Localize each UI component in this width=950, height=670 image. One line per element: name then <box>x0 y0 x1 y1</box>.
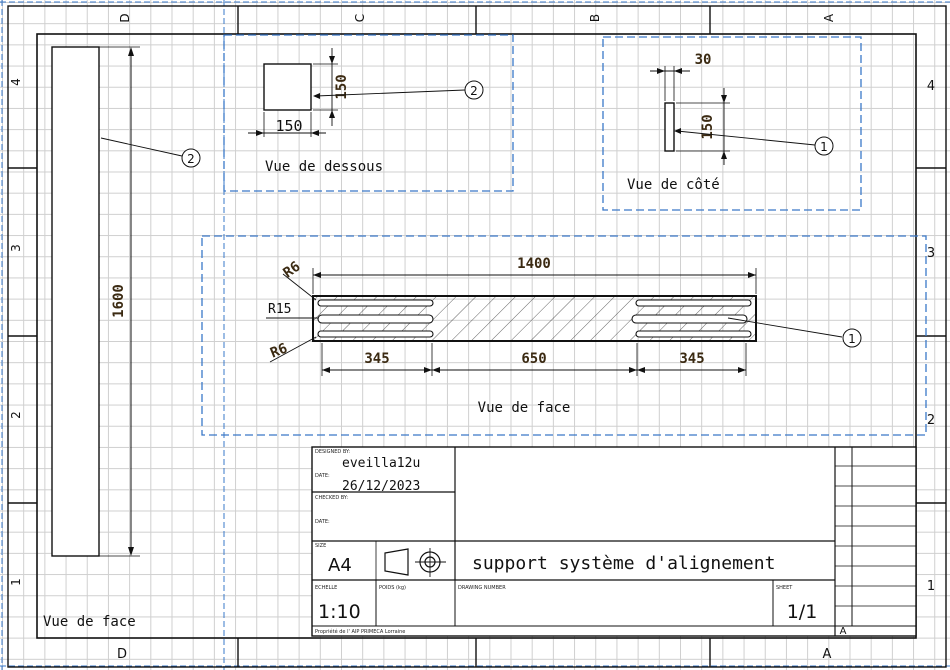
slot-right-mid <box>631 314 748 324</box>
view-front[interactable]: 1400 345 650 345 R6 R15 R6 1 Vue de face <box>201 235 927 436</box>
view-front-frame <box>201 235 927 436</box>
zone-right-1: 1 <box>927 579 935 594</box>
balloon-2-left <box>181 148 201 168</box>
view-label-bottom: Vue de dessous <box>265 159 383 175</box>
leader-line <box>315 89 466 97</box>
projection-symbol-icon <box>384 548 446 577</box>
radius-mid-r15: R15 <box>268 302 291 317</box>
tb-designed-by-label: DESIGNED BY: <box>315 449 350 455</box>
slot-left-mid <box>317 314 434 324</box>
dim-width-30: 30 <box>695 52 712 68</box>
tb-designer: eveilla12u <box>342 456 420 471</box>
tb-scale-label: ECHELLE <box>315 585 337 591</box>
tb-revision: A <box>840 626 847 637</box>
tb-date2-label: DATE: <box>315 519 330 525</box>
zone-left-3: 3 <box>9 244 23 252</box>
slot-right-top <box>635 299 752 307</box>
dim-height-150-side: 150 <box>700 114 716 139</box>
view-bottom-frame <box>223 34 514 192</box>
tb-checked-by-label: CHECKED BY: <box>315 495 348 501</box>
balloon-1-side-label: 1 <box>820 140 828 154</box>
tb-title: support système d'alignement <box>472 553 775 574</box>
zone-top-c: C <box>353 14 367 22</box>
tb-size: A4 <box>328 555 352 576</box>
tall-bar-outline <box>51 46 100 557</box>
tb-sheet-label: SHEET <box>776 585 793 591</box>
zone-left-4: 4 <box>9 78 23 86</box>
zone-ticks <box>8 6 946 667</box>
zone-right-4: 4 <box>927 79 935 94</box>
slot-right-bottom <box>635 330 752 338</box>
balloon-1-side <box>814 136 834 156</box>
tb-sheet: 1/1 <box>787 601 818 623</box>
zone-right-3: 3 <box>927 246 935 261</box>
tb-drawing-number-label: DRAWING NUMBER <box>458 585 506 591</box>
tb-date: 26/12/2023 <box>342 479 420 494</box>
balloon-2-left-label: 2 <box>187 152 195 166</box>
leader-line <box>727 317 843 338</box>
zone-top-b: B <box>588 14 602 22</box>
leader-line <box>100 137 183 157</box>
dim-height-150-bottom: 150 <box>334 74 350 99</box>
balloon-2-bottom-label: 2 <box>470 84 478 98</box>
view-label-side: Vue de côté <box>627 177 720 193</box>
view-side[interactable]: 30 150 1 Vue de côté <box>602 36 862 211</box>
dim-segment-right-345: 345 <box>679 351 704 367</box>
tb-scale: 1:10 <box>318 601 361 623</box>
tb-size-label: SIZE <box>315 543 326 549</box>
balloon-2-bottom <box>464 80 484 100</box>
view-side-frame <box>602 36 862 211</box>
balloon-1-front <box>842 328 862 348</box>
zone-bottom-a: A <box>823 647 832 662</box>
view-label-front-left: Vue de face <box>43 614 136 630</box>
view-front-left[interactable]: 1600 2 Vue de face <box>43 46 201 630</box>
zone-right-2: 2 <box>927 413 935 428</box>
radius-bottom-r6: R6 <box>268 340 290 361</box>
dim-length-1400: 1400 <box>517 256 551 272</box>
zone-top-a: A <box>822 13 836 22</box>
tb-weight-label: POIDS (kg) <box>379 585 406 591</box>
zone-top-d: D <box>118 13 132 22</box>
title-block <box>311 446 917 637</box>
dim-segment-left-345: 345 <box>364 351 389 367</box>
zone-bottom-d: D <box>117 647 127 662</box>
zone-left-2: 2 <box>9 411 23 419</box>
leader-line <box>676 130 816 146</box>
slot-left-top <box>317 299 434 307</box>
dim-width-150: 150 <box>275 117 302 135</box>
balloon-1-front-label: 1 <box>848 332 856 346</box>
slot-left-bottom <box>317 330 434 338</box>
tb-date-label: DATE: <box>315 473 330 479</box>
dim-height-1600: 1600 <box>111 284 127 318</box>
tb-owner: Propriété de l' AIP PRIMECA Lorraine <box>315 628 405 635</box>
view-bottom[interactable]: 150 150 2 Vue de dessous <box>223 34 514 192</box>
view-label-front: Vue de face <box>478 400 571 416</box>
radius-top-r6: R6 <box>281 259 304 282</box>
zone-left-1: 1 <box>9 578 23 586</box>
dim-segment-mid-650: 650 <box>521 351 546 367</box>
side-section <box>664 102 675 152</box>
square-section <box>263 63 312 111</box>
